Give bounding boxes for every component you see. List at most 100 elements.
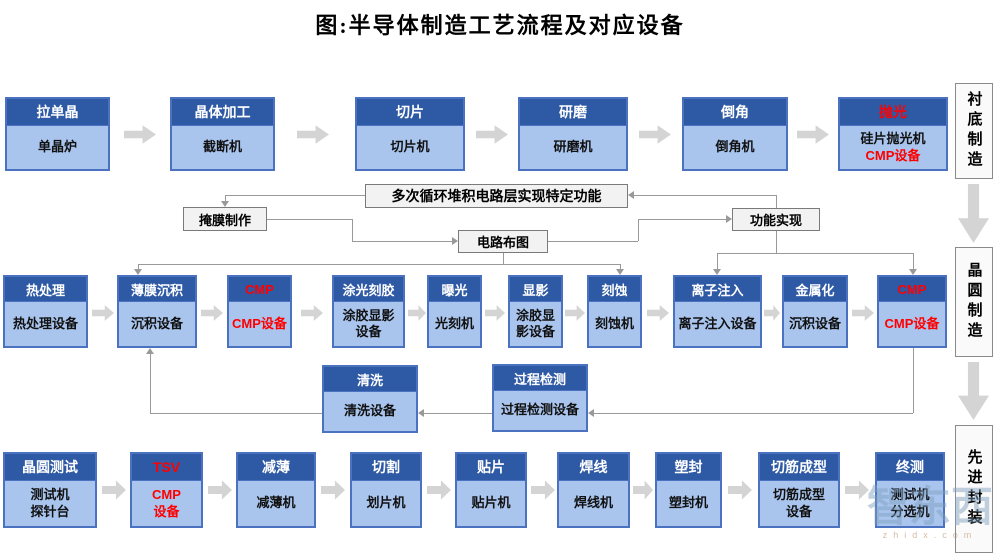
process-title: 薄膜沉积 [119,277,195,302]
stage-wafer-fabrication: 晶圆制造 [955,247,993,357]
flow-arrow-icon [208,480,232,500]
equipment-label: 沉积设备 [784,302,846,346]
equipment-label: 贴片机 [457,481,525,526]
equipment-line: CMP [152,487,181,503]
connector-arrowhead-icon [588,409,594,417]
flow2-box-1: 薄膜沉积 沉积设备 [117,275,197,348]
equipment-label: 刻蚀机 [589,302,640,346]
equipment-line: 测试机 [890,487,930,503]
process-title: 切割 [352,454,420,481]
equipment-line: 刻蚀机 [594,315,634,331]
flow2-box-7: 离子注入 离子注入设备 [673,275,762,348]
equipment-line: 减薄机 [256,495,296,511]
process-title: 热处理 [5,277,86,302]
connector-line [424,413,492,414]
connector-arrowhead-icon [616,269,624,275]
stage-down-arrow-icon [958,362,989,420]
process-title: 金属化 [784,277,846,302]
process-title: 过程检测 [494,366,586,391]
equipment-label: 测试机 分选机 [877,481,943,526]
connector-line [776,231,777,253]
equipment-line: 过程检测设备 [500,402,579,418]
equipment-line: 单晶炉 [37,139,77,155]
connector-arrowhead-icon [221,201,229,207]
connector-line [638,219,726,220]
flow1-box-1: 晶体加工 截断机 [170,97,275,171]
connector-line [503,253,504,264]
equipment-label: 硅片抛光机 CMP设备 [840,126,946,169]
process-title: 研磨 [520,99,626,126]
connector-arrowhead-icon [726,215,732,223]
equipment-line: 光刻机 [434,315,474,331]
connector-arrowhead-icon [146,348,154,354]
connector-arrowhead-icon [713,269,721,275]
connector-line [150,413,322,414]
equipment-line: 涂胶显 [515,307,555,323]
stage-down-arrow-icon [958,184,989,243]
equipment-label: 单晶炉 [7,126,108,169]
flow-arrow-icon [845,480,869,500]
equipment-line: 设备 [153,503,180,519]
flow1-box-5: 抛光 硅片抛光机 CMP设备 [838,97,948,171]
process-title: 切片 [357,99,463,126]
connector-line [913,253,914,270]
process-title: 晶体加工 [172,99,273,126]
equipment-line: 贴片机 [471,495,511,511]
diagram-title: 图:半导体制造工艺流程及对应设备 [315,13,685,38]
connector-line [352,241,452,242]
flow-arrow-icon [201,305,223,321]
flow-arrow-icon [301,305,323,321]
flow-arrow-icon [102,480,126,500]
connector-arrowhead-icon [452,237,458,245]
process-title: 贴片 [457,454,525,481]
process-title: 焊线 [559,454,628,481]
equipment-line: CMP设备 [232,315,287,331]
equipment-label: 倒角机 [684,126,786,169]
connector-line [634,195,776,196]
aux-box-inspection: 过程检测 过程检测设备 [492,364,588,432]
flow2-box-9: CMP CMP设备 [877,275,947,348]
flow-arrow-icon [797,125,829,144]
flow2-box-0: 热处理 热处理设备 [3,275,88,348]
flow3-box-7: 切筋成型 切筋成型 设备 [758,452,840,528]
equipment-line: 涂胶显影 [342,307,395,323]
connector-line [717,253,913,254]
equipment-label: 过程检测设备 [494,391,586,430]
flow-arrow-icon [647,305,669,321]
connector-line [913,348,914,413]
process-title: 终测 [877,454,943,481]
equipment-label: 切筋成型 设备 [760,481,838,526]
flow3-box-3: 切割 划片机 [350,452,422,528]
flow-arrow-icon [852,305,874,321]
equipment-label: 测试机 探针台 [5,481,95,526]
equipment-line: 探针台 [30,503,70,519]
flow2-box-8: 金属化 沉积设备 [782,275,848,348]
equipment-label: 清洗设备 [324,392,416,431]
process-title: 涂光刻胶 [334,277,403,302]
equipment-line: 倒角机 [715,139,755,155]
equipment-line: 沉积设备 [788,315,841,331]
note-mask-making: 掩膜制作 [183,207,267,231]
flow3-box-5: 焊线 焊线机 [557,452,630,528]
flow3-box-2: 减薄 减薄机 [236,452,316,528]
connector-line [717,253,718,270]
connector-line [225,195,365,196]
equipment-label: 涂胶显 影设备 [510,302,561,346]
connector-line [138,264,139,270]
equipment-label: 划片机 [352,481,420,526]
equipment-line: 离子注入设备 [678,315,757,331]
equipment-line: 切筋成型 [772,487,825,503]
flow2-box-5: 显影 涂胶显 影设备 [508,275,563,348]
flow1-box-3: 研磨 研磨机 [518,97,628,171]
stage-label: 晶圆制造 [965,262,983,342]
flow3-box-1: TSV CMP 设备 [130,452,203,528]
equipment-line: 划片机 [366,495,406,511]
flow-arrow-icon [297,125,329,144]
connector-arrowhead-icon [418,409,424,417]
process-title: 塑封 [657,454,720,481]
equipment-line: 截断机 [202,139,242,155]
connector-line [138,264,620,265]
stage-substrate-manufacturing: 衬底制造 [955,83,993,179]
equipment-line: 分选机 [890,503,930,519]
equipment-line: 测试机 [30,487,70,503]
